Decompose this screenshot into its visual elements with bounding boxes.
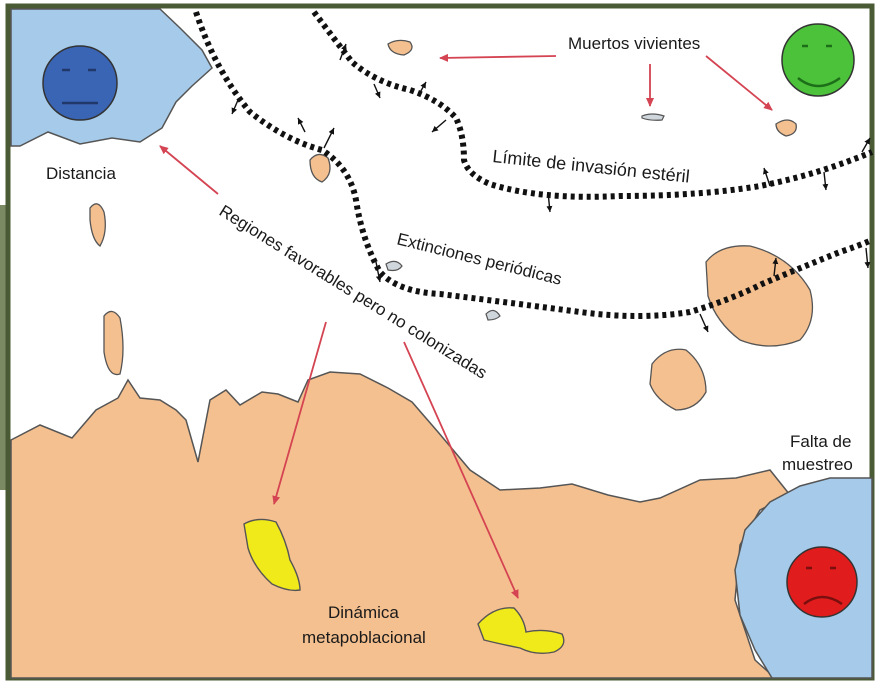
- label-dinamica-line1: Dinámica: [328, 603, 399, 622]
- boundary-arrows: [231, 43, 871, 333]
- dotted-line-inner: [311, 10, 874, 200]
- label-muertos-vivientes: Muertos vivientes: [568, 34, 700, 53]
- face-mouth: [797, 76, 841, 88]
- arrow-to-small-patch: [705, 55, 773, 111]
- label-falta-line1: Falta de: [790, 432, 851, 451]
- patch: [649, 348, 707, 411]
- arrow: [763, 167, 771, 187]
- red-arrows: [159, 53, 773, 599]
- label-distancia: Distancia: [46, 164, 116, 183]
- arrow: [431, 119, 447, 133]
- arrow-to-patch: [439, 53, 557, 62]
- arrow: [231, 99, 239, 115]
- arrow: [373, 83, 381, 99]
- arrow: [323, 127, 335, 149]
- patch: [705, 245, 814, 347]
- arrow: [375, 261, 382, 283]
- face-red: [786, 546, 858, 618]
- arrow: [339, 43, 347, 61]
- label-falta-line2: muestreo: [782, 455, 853, 474]
- neutral-face-icon: [42, 45, 118, 121]
- patch: [387, 39, 413, 56]
- yellow-patch: [477, 607, 565, 655]
- patch: [103, 310, 124, 376]
- patch: [89, 203, 106, 247]
- arrow: [822, 171, 829, 191]
- arrow: [297, 117, 306, 133]
- label-dinamica-line2: metapoblacional: [302, 628, 426, 647]
- arrow-to-yellow-2: [403, 341, 519, 599]
- grey-patch: [485, 309, 501, 321]
- arrow: [417, 81, 427, 97]
- grey-patch: [641, 113, 665, 121]
- orange-patches: [89, 39, 814, 411]
- arrow: [864, 247, 871, 269]
- face-mouth: [803, 595, 843, 606]
- patch: [309, 153, 331, 183]
- arrow: [772, 257, 779, 277]
- arrow-to-yellow-1: [272, 321, 327, 505]
- dotted-line-outer: [193, 11, 874, 319]
- grey-patch: [385, 260, 403, 272]
- arrow: [861, 137, 871, 153]
- arrow: [699, 313, 709, 333]
- face-blue: [42, 45, 118, 121]
- yellow-patch: [243, 518, 301, 592]
- arrow: [546, 191, 553, 213]
- sad-face-icon: [786, 546, 858, 618]
- arrow-to-distance: [159, 145, 219, 195]
- patch: [775, 119, 797, 137]
- happy-face-icon: [781, 23, 855, 97]
